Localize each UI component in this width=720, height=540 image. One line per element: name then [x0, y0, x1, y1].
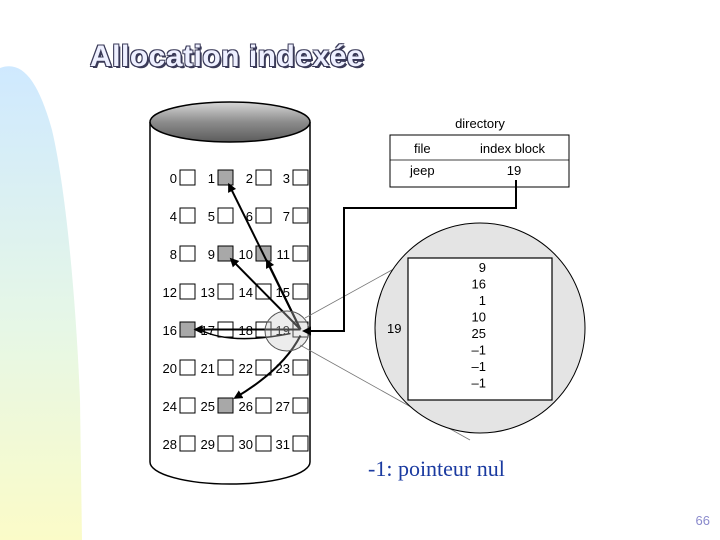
pointer-arrow-to-block-9	[229, 257, 302, 331]
block-number-8: 8	[170, 247, 177, 262]
index-block-label: 19	[387, 321, 401, 336]
block-number-7: 7	[283, 209, 290, 224]
block-square-4	[179, 207, 196, 224]
block-square-2	[255, 169, 272, 186]
pointer-arrow-to-block-25	[233, 335, 302, 399]
block-square-12	[179, 283, 196, 300]
block-number-24: 24	[163, 399, 177, 414]
block-square-13	[217, 283, 234, 300]
pointer-arc-row-16	[199, 328, 291, 340]
block-number-30: 30	[239, 437, 253, 452]
block-number-22: 22	[239, 361, 253, 376]
index-entry: –1	[472, 359, 486, 374]
index-entry: –1	[472, 376, 486, 391]
index-pointer-arrows	[193, 182, 302, 399]
block-number-11: 11	[277, 247, 291, 262]
directory-title: directory	[455, 116, 505, 131]
block-square-15	[292, 283, 309, 300]
block-number-20: 20	[163, 361, 177, 376]
index-entry: 16	[472, 277, 486, 292]
block-square-20	[179, 359, 196, 376]
block-number-9: 9	[208, 247, 215, 262]
block-square-3	[292, 169, 309, 186]
block-square-16	[179, 321, 196, 338]
block-number-3: 3	[283, 171, 290, 186]
directory-table: directory file index block jeep 19	[389, 116, 570, 188]
index-entry: 1	[479, 293, 486, 308]
block-number-2: 2	[246, 171, 253, 186]
block-number-1: 1	[208, 171, 215, 186]
block-number-5: 5	[208, 209, 215, 224]
block-number-14: 14	[239, 285, 253, 300]
block-number-21: 21	[201, 361, 215, 376]
index-entry: 25	[472, 326, 486, 341]
block-number-26: 26	[239, 399, 253, 414]
block-square-22	[255, 359, 272, 376]
index-entry: 10	[472, 310, 486, 325]
block-19-highlight	[264, 310, 310, 352]
block-number-6: 6	[246, 209, 253, 224]
block-number-12: 12	[163, 285, 177, 300]
block-square-11	[292, 245, 309, 262]
block-square-1	[217, 169, 234, 186]
block-number-31: 31	[276, 437, 290, 452]
block-square-29	[217, 435, 234, 452]
directory-header-file: file	[414, 141, 431, 156]
disk-blocks: 0123456789101112131415161718192021222324…	[163, 169, 309, 452]
block-number-16: 16	[163, 323, 177, 338]
block-number-23: 23	[276, 361, 290, 376]
block-square-26	[255, 397, 272, 414]
directory-header-index-block: index block	[480, 141, 546, 156]
directory-cell-file: jeep	[409, 163, 435, 178]
block-square-0	[179, 169, 196, 186]
block-square-27	[292, 397, 309, 414]
directory-cell-index-block: 19	[507, 163, 521, 178]
page-number: 66	[695, 513, 710, 528]
block-square-6	[255, 207, 272, 224]
block-number-4: 4	[170, 209, 177, 224]
block-number-27: 27	[276, 399, 290, 414]
directory-pointer-line	[302, 180, 517, 336]
block-square-30	[255, 435, 272, 452]
block-square-8	[179, 245, 196, 262]
block-number-0: 0	[170, 171, 177, 186]
block-square-7	[292, 207, 309, 224]
slide-title: Allocation indexée	[90, 40, 365, 73]
block-square-31	[292, 435, 309, 452]
block-square-28	[179, 435, 196, 452]
null-pointer-note: -1: pointeur nul	[368, 456, 505, 481]
index-entry: 9	[479, 260, 486, 275]
block-square-21	[217, 359, 234, 376]
block-number-13: 13	[201, 285, 215, 300]
block-number-10: 10	[239, 247, 253, 262]
block-square-24	[179, 397, 196, 414]
block-square-23	[292, 359, 309, 376]
block-square-9	[217, 245, 234, 262]
block-square-25	[217, 397, 234, 414]
block-number-25: 25	[201, 399, 215, 414]
block-number-29: 29	[201, 437, 215, 452]
pointer-arrow-to-block-10	[266, 258, 302, 330]
block-square-5	[217, 207, 234, 224]
index-entry: –1	[472, 343, 486, 358]
block-number-28: 28	[163, 437, 177, 452]
